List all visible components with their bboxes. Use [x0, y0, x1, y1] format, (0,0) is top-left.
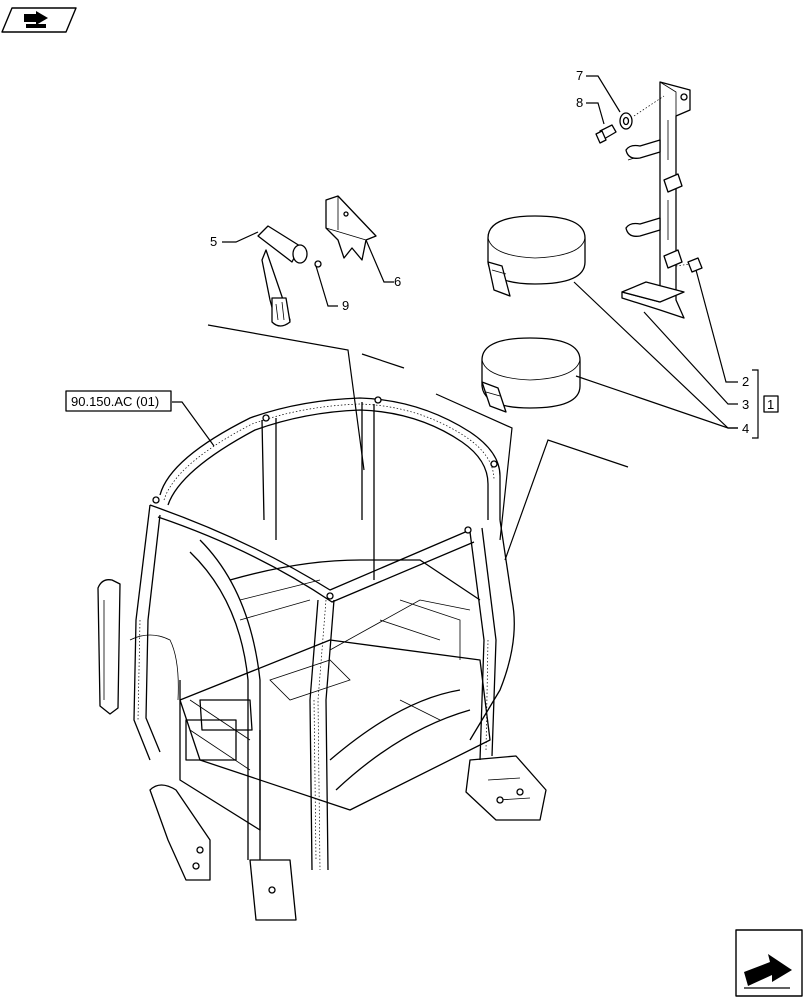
- bracket-part-2: [621, 81, 691, 319]
- group-label-box[interactable]: 1: [763, 395, 779, 413]
- leader-lines: [172, 75, 759, 561]
- bolt-part-8: [595, 124, 617, 144]
- upper-strap-part-3: [487, 215, 586, 297]
- washer-part-7: [619, 112, 633, 130]
- cab-frame-assembly: [97, 396, 547, 921]
- book-arrow-icon[interactable]: [1, 7, 77, 33]
- extinguisher-nozzle-part-5: [257, 225, 308, 327]
- callout-9-label[interactable]: 9: [342, 298, 349, 313]
- lower-strap-part-4: [481, 337, 581, 413]
- reference-box[interactable]: 90.150.AC (01): [65, 390, 172, 412]
- callout-8[interactable]: 8: [576, 95, 583, 110]
- clip-part-6: [325, 195, 377, 261]
- group-label: 1: [767, 397, 774, 412]
- pin-part-9: [314, 260, 322, 268]
- reference-label: 90.150.AC (01): [71, 394, 159, 409]
- next-page-arrow-icon[interactable]: [735, 929, 803, 997]
- callout-4[interactable]: 4: [742, 421, 749, 436]
- callout-3[interactable]: 3: [742, 397, 749, 412]
- callout-7[interactable]: 7: [576, 68, 583, 83]
- screw-part-4: [675, 257, 703, 273]
- callout-5[interactable]: 5: [210, 234, 217, 249]
- callout-6[interactable]: 6: [394, 274, 401, 289]
- callout-2[interactable]: 2: [742, 374, 749, 389]
